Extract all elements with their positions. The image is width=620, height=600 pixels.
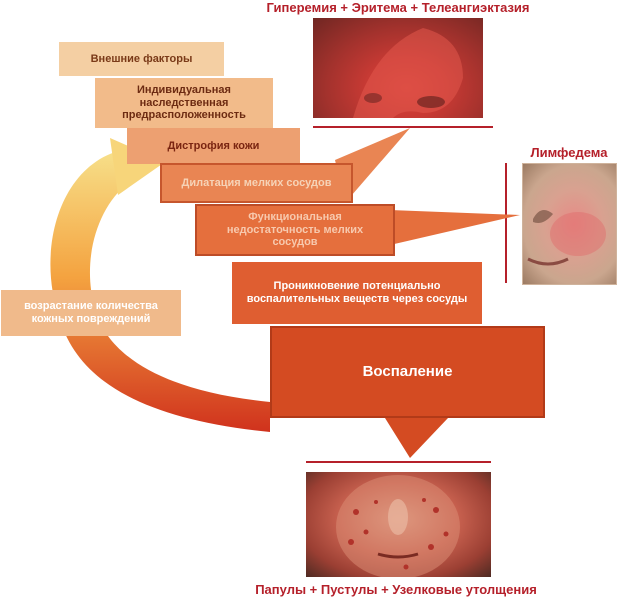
separator-line-bottom bbox=[306, 461, 491, 463]
photo-papules bbox=[306, 472, 491, 577]
photo-nose-erythema bbox=[313, 18, 483, 118]
face-icon bbox=[336, 475, 460, 577]
caption-right: Лимфедема bbox=[530, 145, 608, 160]
step-inflammation: Воспаление bbox=[270, 326, 545, 418]
separator-line-top bbox=[313, 126, 493, 128]
loop-arrow bbox=[50, 150, 270, 432]
step-skin-dystrophy: Дистрофия кожи bbox=[127, 128, 300, 164]
step-vessel-dilatation: Дилатация мелких сосудов bbox=[160, 163, 353, 203]
step-external-factors: Внешние факторы bbox=[59, 42, 224, 76]
step-inflammatory-substances: Проникновение потенциально воспалительны… bbox=[232, 262, 482, 324]
step-hereditary-predisposition: Индивидуальная наследственная предраспол… bbox=[95, 78, 273, 128]
loop-label: возрастание количества кожных повреждени… bbox=[1, 290, 181, 336]
pointer-arrow-top bbox=[335, 128, 410, 203]
down-arrow bbox=[385, 418, 448, 458]
separator-line-right bbox=[505, 163, 507, 283]
photo-lymphedema bbox=[522, 163, 617, 285]
caption-top: Гиперемия + Эритема + Телеангиэктазия bbox=[266, 0, 530, 15]
step-vessel-insufficiency: Функциональная недостаточность мелких со… bbox=[195, 204, 395, 256]
caption-bottom: Папулы + Пустулы + Узелковые утолщения bbox=[255, 582, 537, 597]
nose-shape-icon bbox=[353, 28, 463, 118]
face-cheek-icon bbox=[527, 210, 606, 266]
loop-arrow-head bbox=[110, 138, 165, 195]
pointer-arrow-right bbox=[390, 210, 520, 245]
